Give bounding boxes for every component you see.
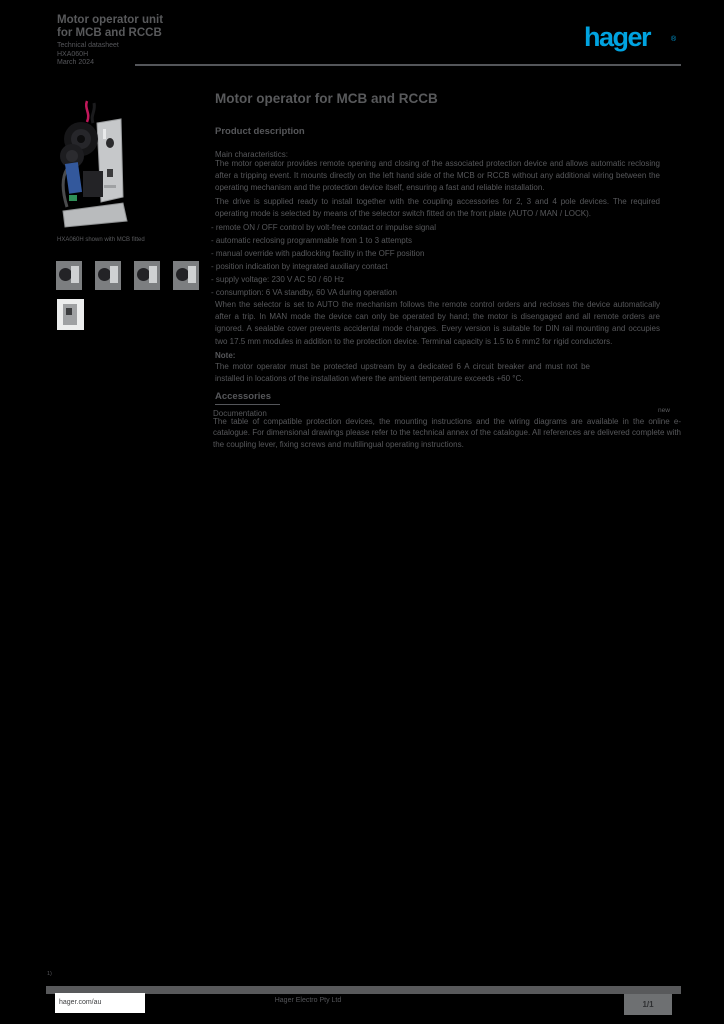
feature-bullet-item: - consumption: 6 VA standby, 60 VA durin…	[211, 288, 397, 297]
thumbnail-mounted-view	[57, 299, 84, 330]
header-title-line1: Motor operator unit	[57, 14, 164, 26]
section-heading-description: Product description	[215, 126, 305, 137]
thumbnail-view-back	[173, 261, 199, 290]
header-meta-line: HXA060H	[57, 50, 89, 58]
thumb-plate-icon	[149, 266, 157, 283]
thumb-device-detail-icon	[66, 308, 72, 315]
registered-mark-icon: ®	[671, 36, 677, 43]
footer-company-text: Hager Electro Pty Ltd	[274, 997, 342, 1004]
note-text: The motor operator must be protected ups…	[215, 362, 590, 383]
intro-label: Main characteristics:	[215, 150, 288, 159]
thumb-motor-icon	[176, 268, 189, 281]
footer-bar	[46, 986, 681, 994]
thumbnail-row	[56, 261, 199, 290]
section-heading-accessories: Accessories	[215, 391, 280, 405]
accessories-paragraph: The table of compatible protection devic…	[213, 417, 681, 449]
note-heading: Note:	[215, 351, 236, 360]
thumb-motor-icon	[59, 268, 72, 281]
documentation-label: Documentation	[213, 409, 267, 418]
header-meta-line: Technical datasheet	[57, 42, 119, 49]
description-paragraph-1: The motor operator provides remote openi…	[215, 159, 660, 193]
photo-caption: HXA060H shown with MCB fitted	[57, 237, 145, 243]
header-title-line2: for MCB and RCCB	[57, 26, 162, 39]
thumb-motor-icon	[98, 268, 111, 281]
thumb-motor-icon	[137, 268, 150, 281]
feature-bullet-item: - automatic reclosing programmable from …	[211, 236, 412, 245]
page-number-badge: 1/1	[624, 994, 672, 1015]
thumbnail-view-right	[134, 261, 160, 290]
new-badge: new	[658, 407, 670, 414]
hager-logo: hager	[584, 22, 652, 52]
description-paragraph-2: The drive is supplied ready to install t…	[215, 197, 660, 219]
feature-bullet-item: - supply voltage: 230 V AC 50 / 60 Hz	[211, 275, 344, 284]
feature-bullet-item: - remote ON / OFF control by volt-free c…	[211, 223, 436, 232]
description-paragraph-3: When the selector is set to AUTO the mec…	[215, 300, 660, 346]
feature-bullet-item: - manual override with padlocking facili…	[211, 249, 425, 258]
thumb-plate-icon	[110, 266, 118, 283]
footnote-marker: 1)	[47, 971, 52, 977]
feature-bullet-list: - remote ON / OFF control by volt-free c…	[211, 221, 660, 299]
product-photo-illustration	[60, 100, 128, 228]
product-title: Motor operator for MCB and RCCB	[215, 91, 438, 106]
header-divider	[135, 64, 681, 66]
header-title: Motor operator unit for MCB and RCCB	[57, 14, 163, 39]
thumbnail-view-front	[95, 261, 121, 290]
header-meta-line: March 2024	[57, 59, 94, 67]
feature-bullet-item: - position indication by integrated auxi…	[211, 262, 388, 271]
thumbnail-view-left	[56, 261, 82, 290]
footer-site-link[interactable]: hager.com/au	[55, 993, 145, 1013]
product-photo	[57, 99, 142, 235]
thumb-plate-icon	[71, 266, 79, 283]
thumb-plate-icon	[188, 266, 196, 283]
